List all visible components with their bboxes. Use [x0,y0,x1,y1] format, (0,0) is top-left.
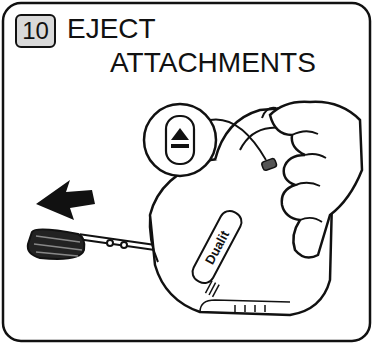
step-number: 10 [17,18,54,44]
step-title: EJECT ATTACHMENTS [67,12,350,80]
step-number-box: 10 [15,14,56,48]
